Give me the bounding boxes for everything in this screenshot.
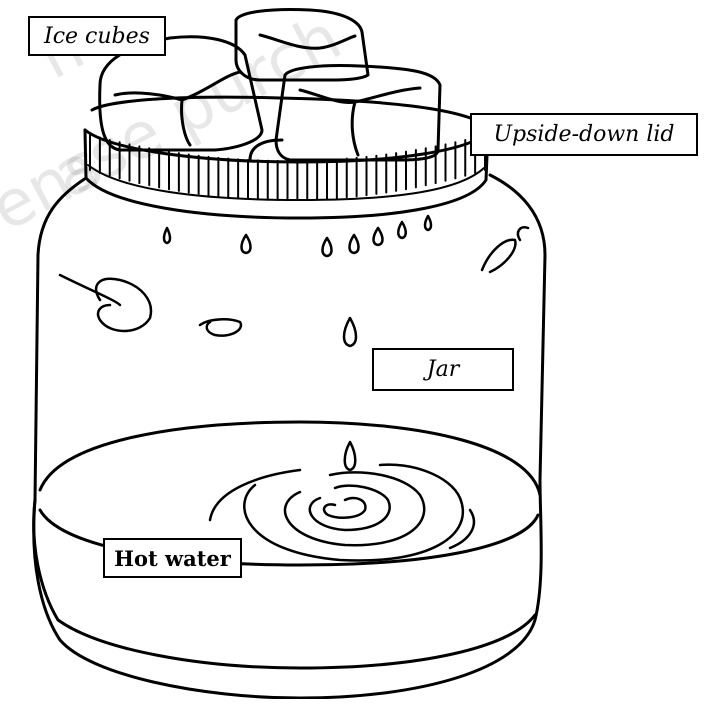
label-hot-water: Hot water bbox=[103, 538, 242, 578]
jar-body bbox=[34, 175, 545, 698]
glare-marks bbox=[60, 227, 528, 335]
label-upside-down-lid: Upside-down lid bbox=[470, 113, 698, 156]
label-jar: Jar bbox=[372, 348, 514, 391]
label-ice-cubes: Ice cubes bbox=[28, 16, 166, 56]
condensation-drops bbox=[164, 216, 431, 256]
falling-drops bbox=[344, 318, 356, 470]
